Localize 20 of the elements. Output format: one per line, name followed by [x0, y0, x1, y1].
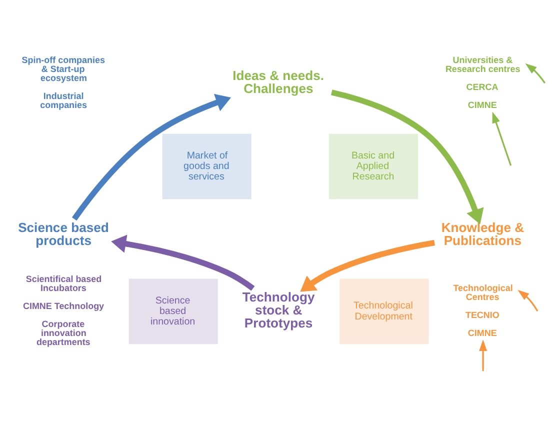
node-text: Ideas & needs. Challenges [232, 68, 324, 96]
node-text: Spin-off companies & Start-up ecosystem Industrial companies [22, 54, 105, 110]
node-text: Universities & Research centres CERCA CIMNE [445, 54, 520, 110]
node-text: Scientifical based Incubators CIMNE Technology Corporate innovation departments [22, 273, 104, 346]
arrow [525, 62, 546, 84]
node-text: Technology stock & Prototypes [242, 289, 315, 330]
node-box: Science based innovation [128, 278, 218, 344]
node-box: Market of goods and services [162, 133, 252, 199]
node-text: Science based products [18, 220, 109, 248]
arrow [492, 111, 512, 166]
arrow [479, 339, 488, 371]
arrow [72, 93, 232, 220]
arrow [518, 289, 538, 311]
arrow [111, 234, 255, 290]
node-box: Technological Development [340, 278, 429, 344]
node-box: Basic and Applied Research [329, 133, 418, 199]
arrow [300, 239, 436, 292]
node-text: Knowledge & Publications [441, 220, 524, 248]
node-text: Technological Centres TECNIO CIMNE [453, 282, 513, 338]
arrow [330, 89, 484, 224]
